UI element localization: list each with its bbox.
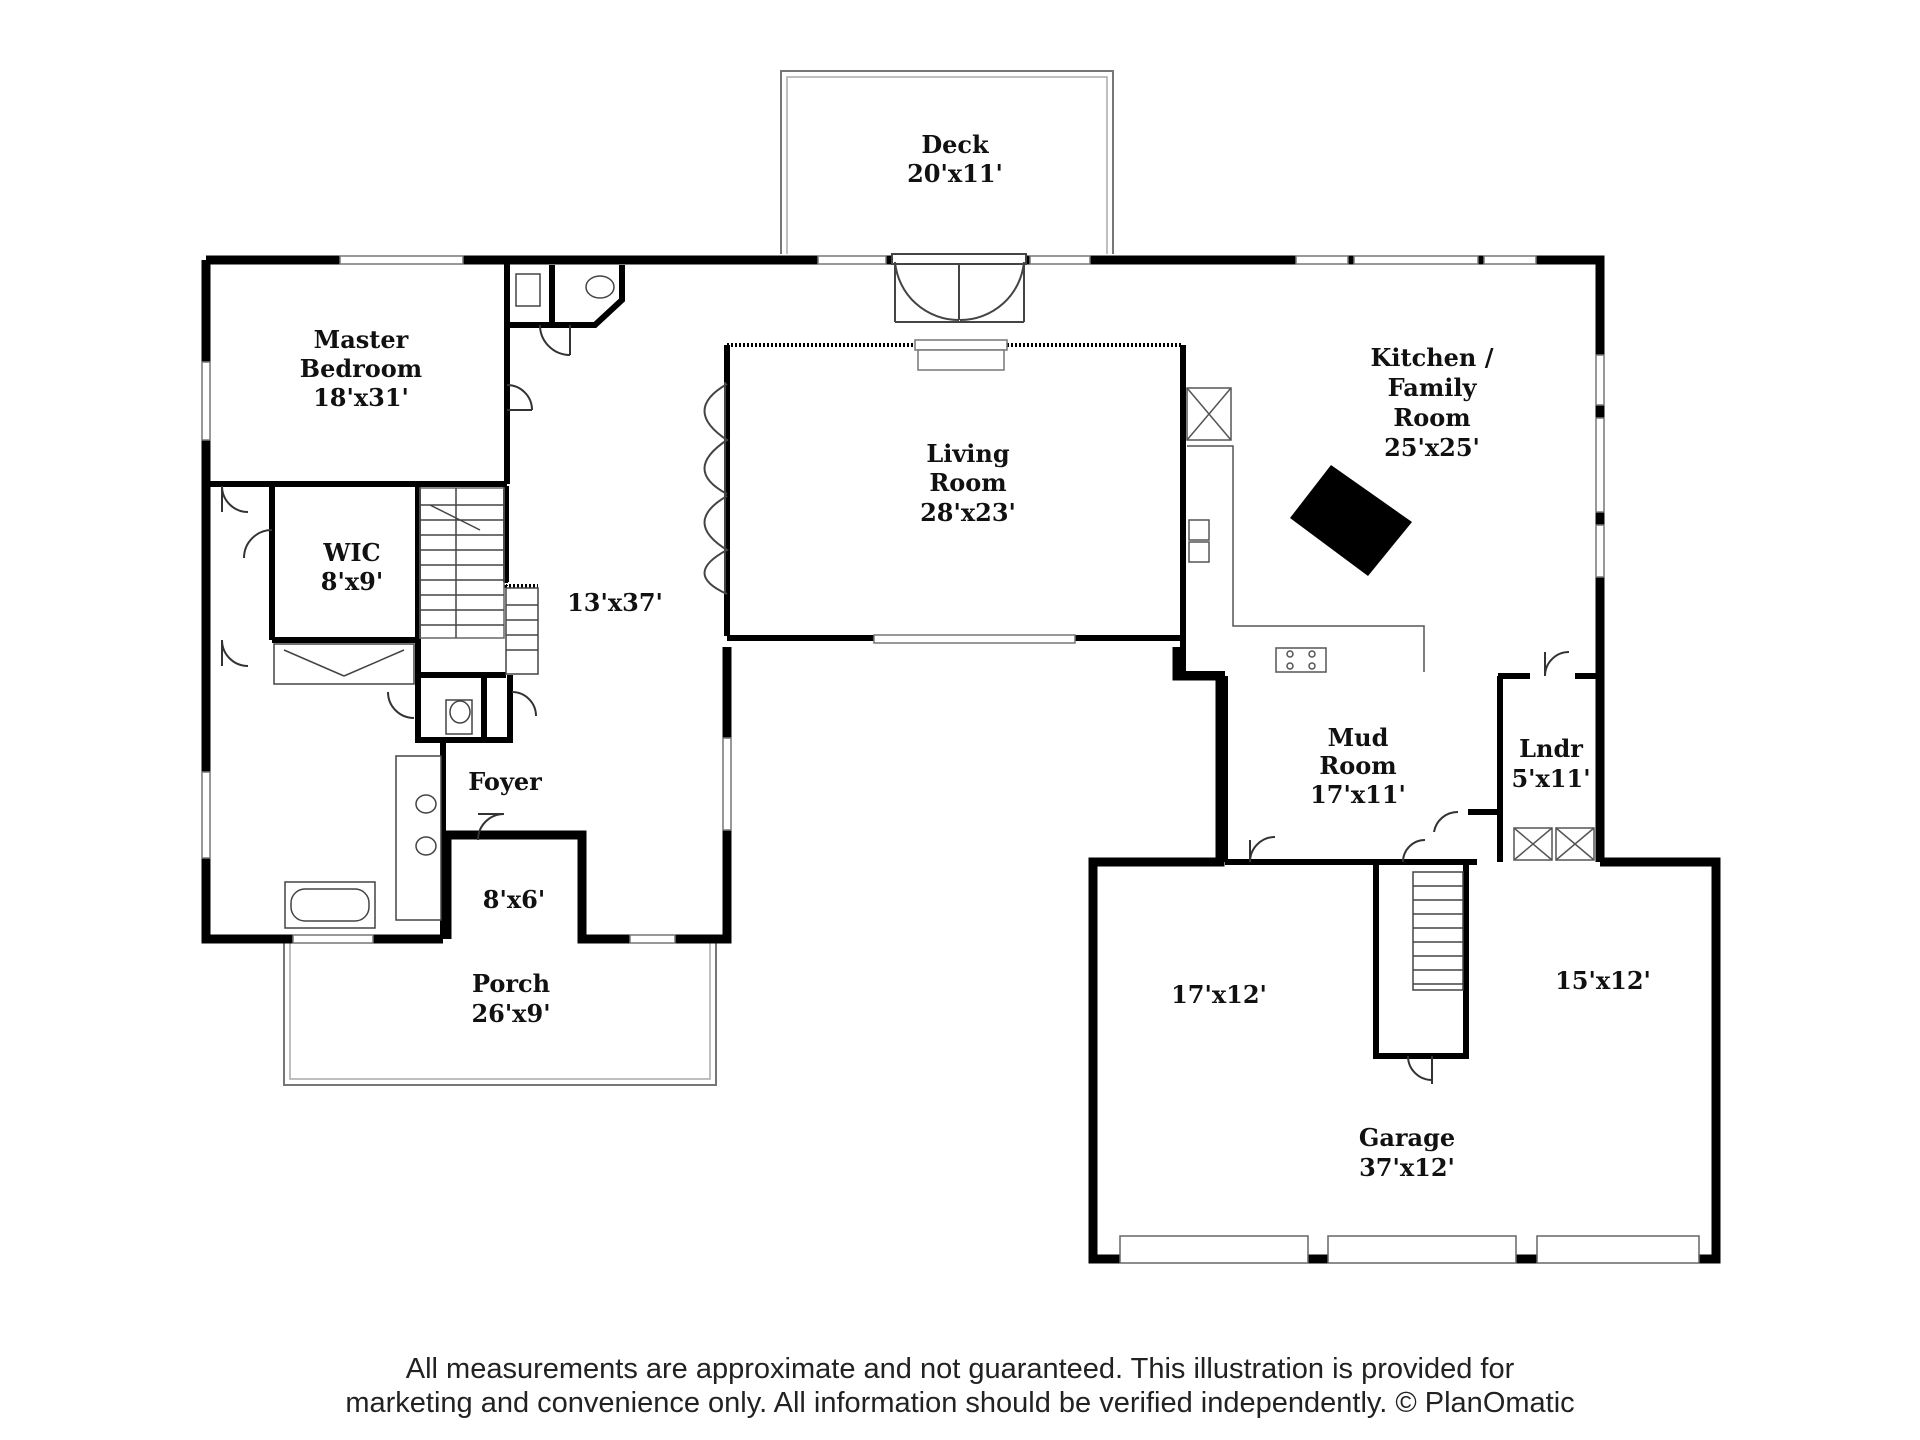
mud-room-size: 17'x11' — [1310, 780, 1406, 809]
living-room-size: 28'x23' — [920, 498, 1016, 527]
garage-stairs — [1412, 871, 1464, 991]
bath-fixtures — [273, 273, 615, 929]
kitchen-line3: Room — [1393, 403, 1470, 432]
porch-size: 26'x9' — [471, 999, 550, 1028]
master-bedroom-line1: Master — [314, 325, 409, 354]
garage-left-size: 17'x12' — [1171, 980, 1267, 1009]
garage-right-size: 15'x12' — [1555, 966, 1651, 995]
interior-walls — [208, 262, 1600, 1059]
disclaimer-line2: marketing and convenience only. All info… — [345, 1387, 1575, 1419]
laundry-name: Lndr — [1519, 734, 1583, 763]
disclaimer: All measurements are approximate and not… — [0, 1352, 1920, 1420]
deck-size: 20'x11' — [907, 159, 1003, 188]
kitchen-line2: Family — [1388, 373, 1478, 402]
disclaimer-line1: All measurements are approximate and not… — [405, 1353, 1515, 1385]
foyer-name: Foyer — [468, 767, 542, 796]
mud-room-line2: Room — [1319, 751, 1396, 780]
kitchen-island — [1290, 465, 1412, 576]
laundry-machines — [1513, 827, 1595, 861]
windows — [201, 255, 1700, 1264]
deck-french-doors — [891, 253, 1027, 323]
laundry-size: 5'x11' — [1511, 764, 1590, 793]
porch-outline — [283, 941, 717, 1086]
deck-outline — [780, 70, 1114, 254]
hall-size: 13'x37' — [567, 588, 663, 617]
exterior-walls — [201, 255, 1721, 1264]
deck-name: Deck — [921, 130, 990, 159]
master-bedroom-line2: Bedroom — [300, 354, 422, 383]
wic-size: 8'x9' — [321, 567, 383, 596]
garage-size: 37'x12' — [1359, 1153, 1455, 1182]
main-stairs — [419, 487, 539, 675]
room-labels: Deck 20'x11' Master Bedroom 18'x31' WIC … — [300, 130, 1651, 1182]
foyer-size: 8'x6' — [483, 885, 545, 914]
living-room-line2: Room — [929, 468, 1006, 497]
door-swings — [221, 324, 1570, 1084]
kitchen-line1: Kitchen / — [1371, 343, 1494, 372]
kitchen-counters — [1186, 387, 1425, 673]
porch-name: Porch — [472, 969, 550, 998]
wic-name: WIC — [322, 538, 380, 567]
living-room-dotted-wall — [504, 343, 1183, 588]
kitchen-size: 25'x25' — [1384, 433, 1480, 462]
master-bedroom-size: 18'x31' — [313, 383, 409, 412]
garage-name: Garage — [1359, 1123, 1455, 1152]
living-room-french-doors — [703, 382, 729, 595]
living-room-line1: Living — [926, 439, 1010, 468]
mud-room-line1: Mud — [1328, 723, 1389, 752]
